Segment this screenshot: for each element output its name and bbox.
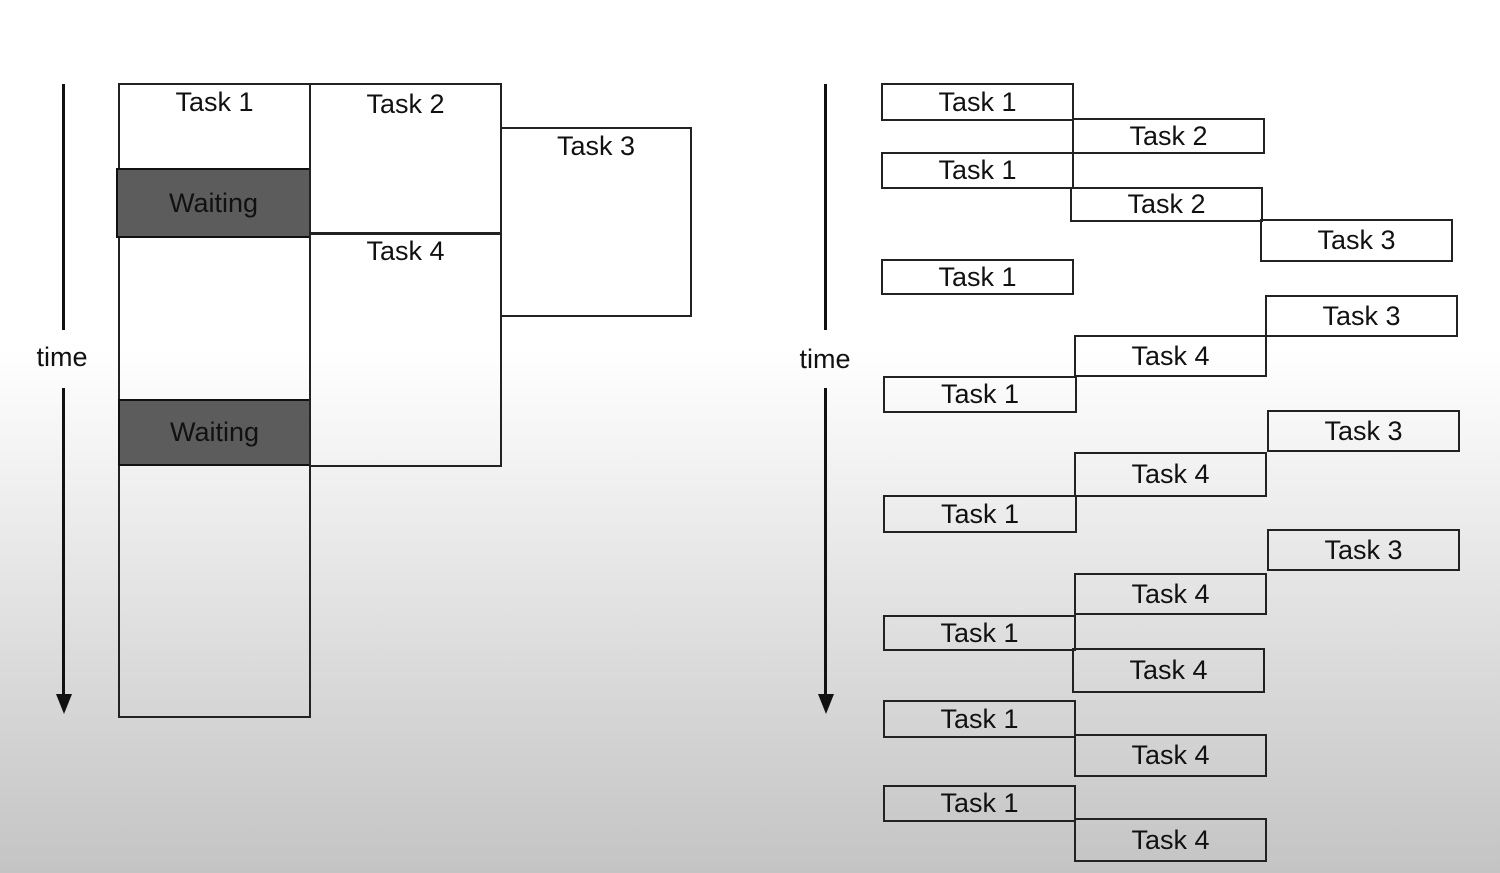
task-4-block: Task 4 — [309, 232, 502, 467]
task-3-label: Task 3 — [556, 131, 636, 161]
time-axis-label: time — [799, 344, 851, 374]
slice-task-1: Task 1 — [883, 495, 1077, 533]
slice-label: Task 3 — [1324, 534, 1403, 565]
slice-label: Task 1 — [940, 379, 1020, 409]
slice-label: Task 1 — [940, 788, 1019, 818]
slice-task-1: Task 1 — [883, 785, 1076, 822]
time-axis-line-lower — [62, 388, 65, 696]
slice-label: Task 4 — [1131, 824, 1210, 855]
slice-task-2: Task 2 — [1072, 118, 1265, 154]
slice-task-1: Task 1 — [881, 259, 1074, 295]
slice-task-4: Task 4 — [1074, 734, 1267, 777]
waiting-label-2: Waiting — [169, 417, 260, 447]
waiting-label-1: Waiting — [168, 187, 259, 218]
slice-task-3: Task 3 — [1267, 410, 1460, 452]
slice-label: Task 2 — [1129, 120, 1208, 151]
slice-label: Task 1 — [938, 261, 1017, 292]
slice-label: Task 1 — [940, 703, 1019, 734]
slice-task-3: Task 3 — [1260, 219, 1453, 262]
time-axis-arrow-icon — [56, 694, 72, 714]
slice-label: Task 4 — [1131, 340, 1210, 371]
slice-label: Task 3 — [1317, 225, 1396, 255]
slice-label: Task 2 — [1127, 189, 1206, 219]
task-4-label: Task 4 — [366, 236, 445, 266]
slice-task-1: Task 1 — [883, 700, 1076, 738]
slice-label: Task 3 — [1322, 300, 1401, 331]
slice-task-3: Task 3 — [1267, 529, 1460, 571]
slice-label: Task 4 — [1129, 655, 1208, 685]
time-axis-line-lower — [824, 388, 827, 696]
slice-label: Task 1 — [940, 498, 1020, 529]
slice-task-1: Task 1 — [883, 615, 1076, 651]
slice-label: Task 1 — [940, 617, 1019, 648]
task-2-block: Task 2 — [309, 83, 502, 235]
slice-task-3: Task 3 — [1265, 295, 1458, 337]
slice-task-4: Task 4 — [1074, 818, 1267, 862]
time-axis-arrow-icon — [818, 694, 834, 714]
time-axis-line-upper — [62, 84, 65, 330]
slice-label: Task 3 — [1324, 415, 1403, 446]
slice-task-4: Task 4 — [1074, 573, 1267, 615]
slice-task-4: Task 4 — [1074, 452, 1267, 497]
slice-task-2: Task 2 — [1070, 187, 1263, 222]
waiting-block-2: Waiting — [118, 399, 311, 466]
slice-label: Task 4 — [1131, 578, 1210, 609]
slice-task-4: Task 4 — [1074, 335, 1267, 377]
slice-label: Task 1 — [938, 155, 1017, 185]
slice-task-1: Task 1 — [883, 376, 1077, 413]
slice-task-1: Task 1 — [881, 83, 1074, 121]
left-diagram: time Task 1 Waiting Waiting Task 2 Task … — [0, 0, 740, 873]
slice-label: Task 4 — [1131, 459, 1210, 489]
time-axis-line-upper — [824, 84, 827, 330]
time-axis-label: time — [36, 342, 88, 372]
slice-label: Task 1 — [938, 86, 1017, 117]
task-2-label: Task 2 — [366, 89, 445, 119]
slice-label: Task 4 — [1131, 740, 1210, 770]
slice-task-1: Task 1 — [881, 152, 1074, 189]
right-diagram: time Task 1 Task 2 Task 1 Task 2 Task 3 … — [760, 0, 1500, 873]
task-3-block: Task 3 — [500, 127, 692, 317]
slice-task-4: Task 4 — [1072, 648, 1265, 693]
waiting-block-1: Waiting — [116, 168, 311, 238]
task-1-label: Task 1 — [175, 87, 254, 117]
